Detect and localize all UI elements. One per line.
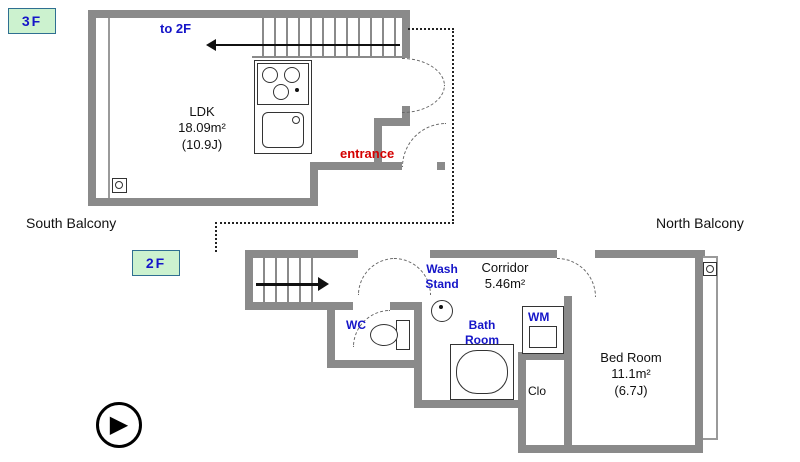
double-door-arc: [402, 58, 445, 86]
washing-machine-icon: [529, 326, 557, 348]
north-balcony-label: North Balcony: [656, 215, 744, 231]
route-dotted-line: [215, 222, 454, 224]
bedroom-door-arc: [557, 258, 596, 297]
balcony-rail: [703, 438, 716, 440]
floor-drain-icon: [115, 181, 123, 189]
south-balcony-label: South Balcony: [26, 215, 117, 231]
wall: [327, 360, 422, 368]
balcony-rail: [703, 256, 716, 258]
stairs-direction-arrow-icon: [318, 277, 329, 291]
wall: [310, 162, 318, 206]
bedroom-block: Bed Room 11.1m² (6.7J): [585, 350, 677, 399]
bathtub-icon: [456, 350, 508, 394]
wall: [245, 250, 358, 258]
toilet-bowl-icon: [370, 324, 398, 346]
route-dotted-line: [408, 28, 454, 30]
wash-stand-line1: Wash: [426, 262, 458, 276]
stove-knob-icon: [295, 88, 299, 92]
room-ldk-block: LDK 18.09m² (10.9J): [152, 104, 252, 153]
entrance-door-arc: [402, 123, 446, 167]
wall: [414, 400, 526, 408]
north-arrow-icon: ▶: [109, 411, 129, 438]
wall: [327, 302, 353, 310]
stove-burner-icon: [273, 84, 289, 100]
entrance-label: entrance: [340, 146, 395, 161]
wash-basin-drain-icon: [439, 305, 443, 309]
wash-basin-icon: [431, 300, 453, 322]
wall: [390, 302, 422, 310]
wall: [595, 250, 705, 258]
wash-stand-line2: Stand: [425, 277, 459, 291]
route-dotted-line: [215, 222, 217, 252]
stairs-2f: [253, 258, 322, 302]
corridor-name: Corridor: [481, 260, 529, 275]
toilet-tank-icon: [396, 320, 410, 350]
bedroom-name: Bed Room: [600, 350, 662, 365]
balcony-rail: [716, 256, 718, 440]
wall: [402, 106, 410, 126]
faucet-icon: [292, 116, 300, 124]
wall: [518, 445, 703, 453]
floor-drain-icon: [706, 265, 714, 273]
wall: [245, 302, 335, 310]
wall: [88, 10, 410, 18]
bedroom-tatami: (6.7J): [614, 382, 648, 398]
corridor-block: Corridor 5.46m²: [460, 260, 550, 293]
balcony-divider: [108, 18, 110, 198]
wall: [430, 250, 557, 258]
wall: [695, 250, 703, 453]
north-arrow-compass: ▶: [96, 402, 142, 448]
wall: [518, 352, 526, 453]
room-name: LDK: [189, 104, 215, 119]
to-2f-label: to 2F: [160, 21, 192, 36]
wall: [402, 10, 410, 58]
wall: [88, 10, 96, 206]
wall: [374, 118, 382, 170]
stove-burner-icon: [262, 67, 278, 83]
wall: [518, 352, 572, 360]
wm-label: WM: [528, 310, 550, 324]
stairs-direction-line: [256, 283, 318, 286]
bath-room-line2: Room: [465, 333, 499, 347]
wall: [374, 118, 410, 126]
stove-burner-icon: [284, 67, 300, 83]
bath-room-label: Bath Room: [456, 318, 508, 348]
wall: [88, 198, 318, 206]
wall: [564, 296, 572, 453]
corridor-area: 5.46m²: [484, 276, 526, 292]
floor-3f-label: 3F: [8, 8, 56, 34]
bath-room-line1: Bath: [468, 318, 496, 332]
wall: [245, 250, 253, 310]
stairs-3f: [252, 18, 402, 58]
stairs-direction-line: [216, 44, 400, 46]
stairs-direction-arrow-icon: [206, 39, 216, 51]
wall: [327, 302, 335, 368]
double-door-arc: [402, 85, 445, 113]
wc-label: WC: [346, 318, 366, 332]
room-tatami: (10.9J): [181, 136, 223, 152]
wall: [414, 302, 422, 408]
closet-label: Clo: [528, 384, 547, 398]
room-area: 18.09m²: [178, 120, 226, 136]
floor-2f-label: 2F: [132, 250, 180, 276]
wash-stand-label: Wash Stand: [416, 262, 468, 292]
bedroom-area: 11.1m²: [611, 366, 651, 382]
door-arc: [358, 258, 395, 295]
wall: [310, 162, 402, 170]
route-dotted-line: [452, 28, 454, 224]
